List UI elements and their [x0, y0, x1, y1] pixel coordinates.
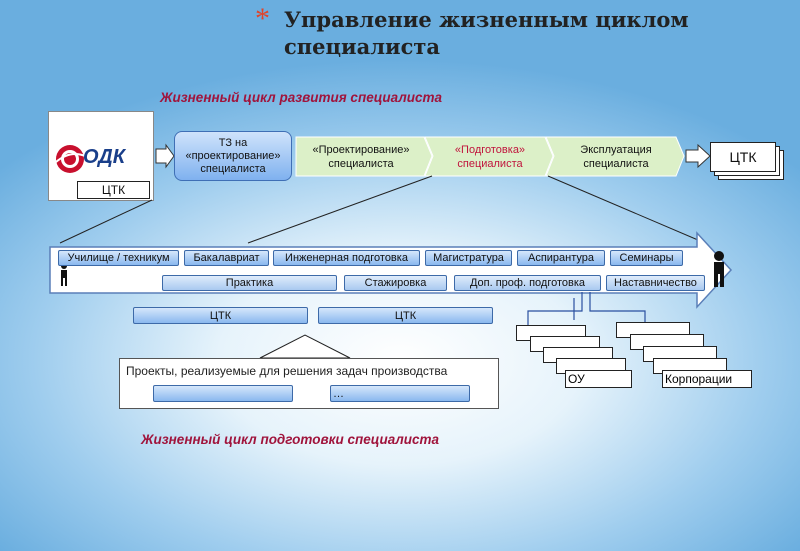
- ctk-box-2: ЦТК: [318, 307, 493, 324]
- tz-design-box: ТЗ на «проектирование» специалиста: [174, 131, 292, 181]
- stage-design: «Проектирование» специалиста: [312, 143, 410, 170]
- logo-brand-text: ОДК: [83, 146, 126, 168]
- caption-training: Жизненный цикл подготовки специалиста: [141, 432, 440, 447]
- logo-panel: ОДК ЦТК: [48, 111, 154, 201]
- project-item-2: …: [330, 385, 470, 402]
- person-large-icon: [714, 251, 724, 287]
- stack-right-corporations: Корпорации: [662, 370, 752, 388]
- ctk-box-1: ЦТК: [133, 307, 308, 324]
- page-title: Управление жизненным циклом специалиста: [284, 7, 689, 59]
- practice-additional: Доп. проф. подготовка: [454, 275, 601, 291]
- stack-left-ou: ОУ: [565, 370, 632, 388]
- edu-phd: Аспирантура: [517, 250, 605, 266]
- edu-engineering: Инженерная подготовка: [273, 250, 420, 266]
- odk-logo-icon: [55, 145, 86, 173]
- projects-label: Проекты, реализуемые для решения задач п…: [126, 364, 448, 378]
- edu-college: Училище / техникум: [58, 250, 179, 266]
- edu-master: Магистратура: [425, 250, 512, 266]
- stage-training: «Подготовка» специалиста: [454, 143, 526, 170]
- bullet-star-icon: *: [255, 2, 270, 35]
- projects-panel: Проекты, реализуемые для решения задач п…: [119, 358, 499, 409]
- target-ctk-box: ЦТК: [710, 142, 776, 172]
- caption-development: Жизненный цикл развития специалиста: [160, 90, 443, 105]
- practice-traineeship: Стажировка: [344, 275, 447, 291]
- edu-seminars: Семинары: [610, 250, 683, 266]
- practice-internship: Практика: [162, 275, 337, 291]
- edu-bachelor: Бакалавриат: [184, 250, 269, 266]
- logo-ctk-label: ЦТК: [77, 181, 150, 199]
- stage-operation: Эксплуатация специалиста: [580, 143, 652, 170]
- practice-mentoring: Наставничество: [606, 275, 705, 291]
- project-item-1: [153, 385, 293, 402]
